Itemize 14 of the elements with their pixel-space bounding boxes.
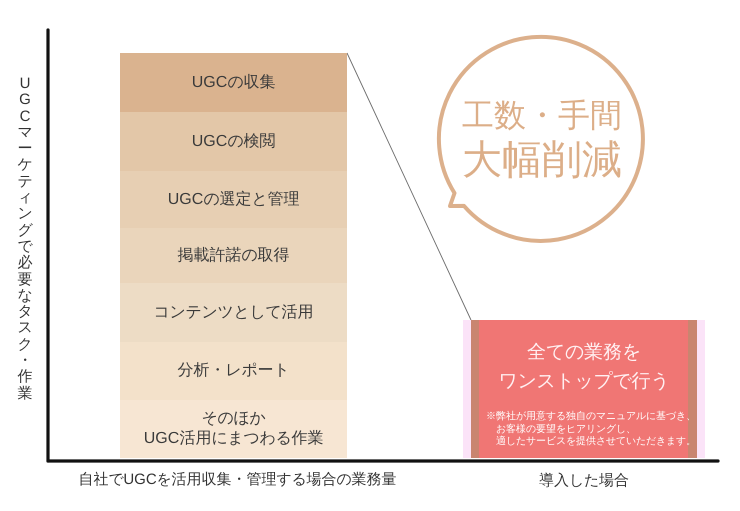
- task-band: そのほかUGC活用にまつわる作業: [120, 400, 347, 458]
- category-label: 導入した場合: [538, 471, 630, 491]
- axis-title: UGCマーケティングで必要なタスク・作業: [16, 76, 34, 402]
- connector-line: [346, 52, 472, 320]
- task-band: UGCの収集: [120, 53, 347, 112]
- service-box: [463, 320, 705, 458]
- task-band: UGCの選定と管理: [120, 171, 347, 228]
- task-band: コンテンツとして活用: [120, 283, 347, 342]
- task-band: UGCの検閲: [120, 112, 347, 171]
- task-band: 分析・レポート: [120, 342, 347, 400]
- category-label: 自社でUGCを活用収集・管理する場合の業務量: [77, 470, 398, 490]
- box-heading: 全ての業務をワンストップで行う: [498, 341, 670, 394]
- footnote-text: ※弊社が用意する独自のマニュアルに基づき、お客様の要望をヒアリングし、適したサービスを提供させていただきます。: [486, 411, 692, 448]
- task-band: 掲載許諾の取得: [120, 228, 347, 283]
